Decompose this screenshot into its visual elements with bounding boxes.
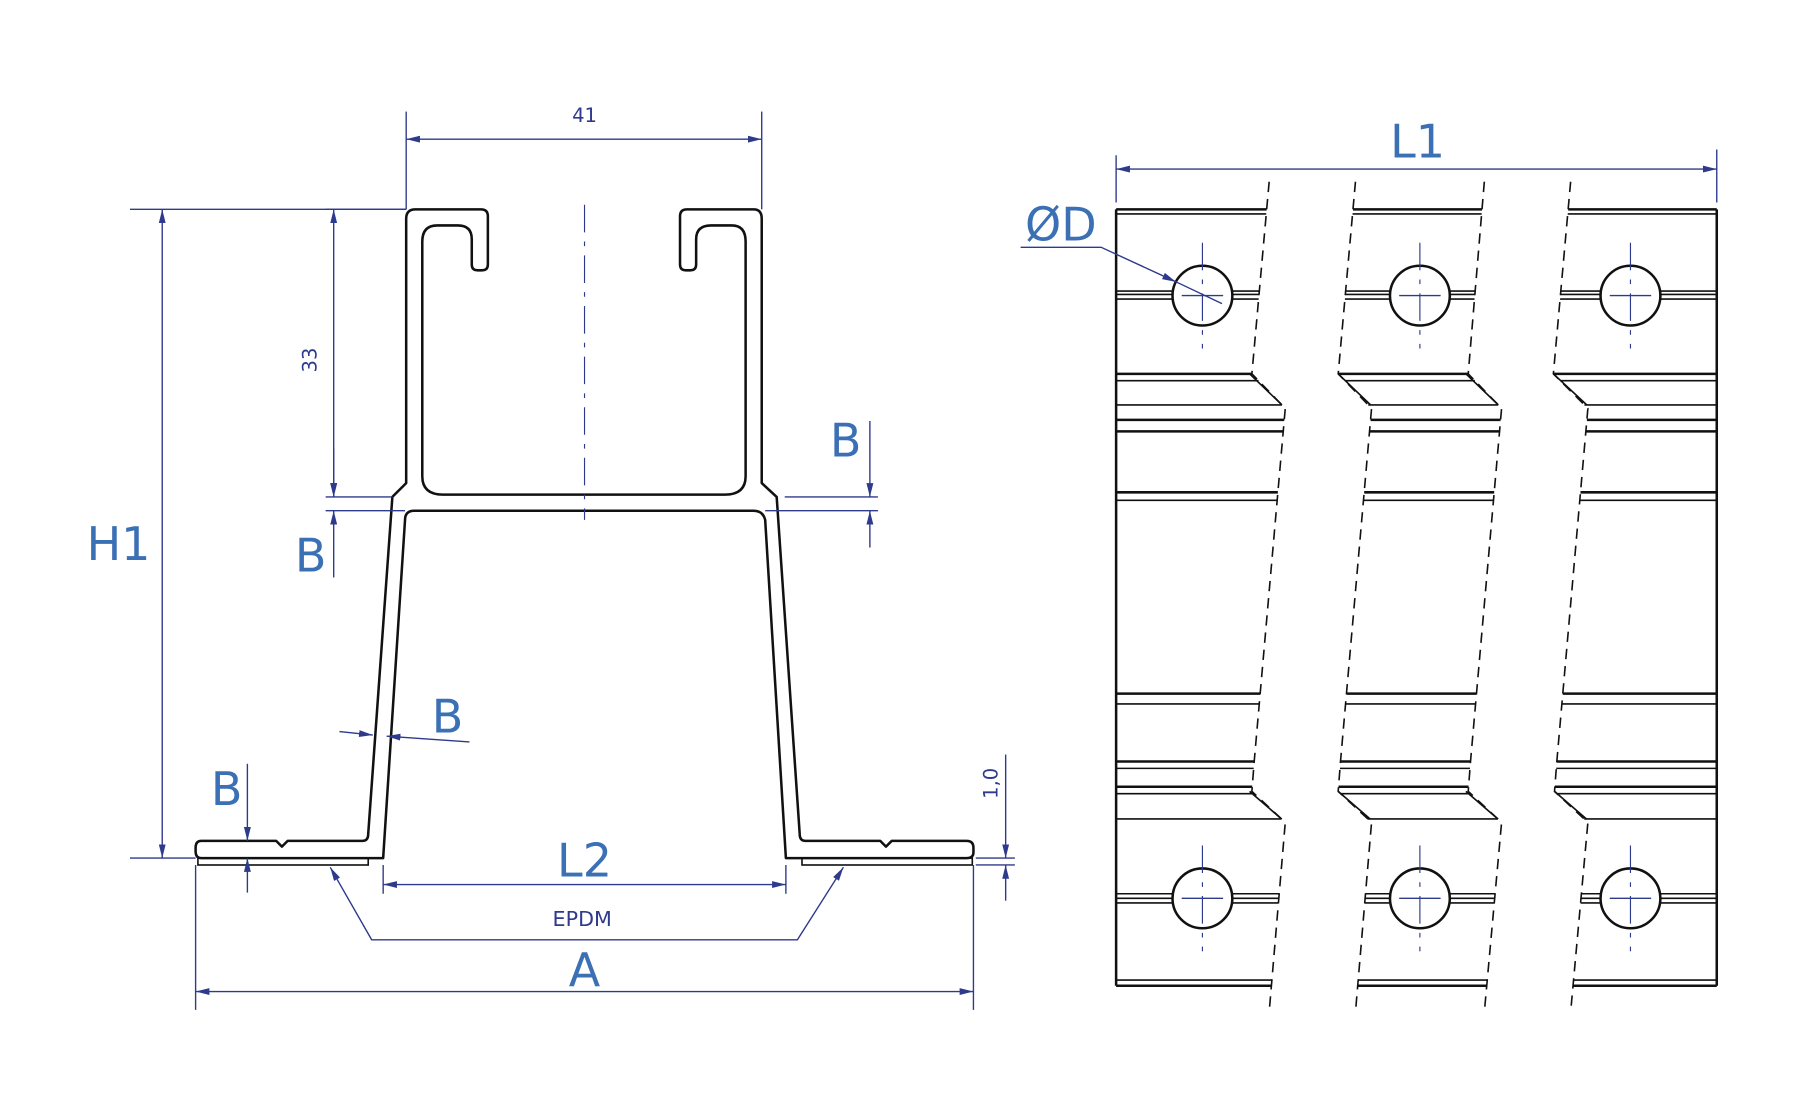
epdm-pad-right xyxy=(801,857,974,866)
label-epdm: EPDM xyxy=(553,907,612,931)
dimension-pad-thickness: 1,0 xyxy=(975,754,1015,901)
dimension-top-width: 41 xyxy=(405,104,763,210)
bend-edge xyxy=(1465,373,1499,406)
side-view-geometry xyxy=(1114,181,1719,1013)
epdm-callout: EPDM xyxy=(329,866,845,941)
dimension-plate-thickness-left: B xyxy=(295,448,406,583)
dimension-plate-thickness-right: B xyxy=(765,414,878,548)
break-line-3 xyxy=(1467,181,1503,1013)
label-41: 41 xyxy=(572,104,597,127)
dimension-total-width: A xyxy=(194,864,975,1010)
label-h1: H1 xyxy=(87,517,151,571)
profile-outline xyxy=(194,208,975,860)
dimension-channel-height: 33 xyxy=(298,208,407,498)
bend-edge xyxy=(1465,790,1499,820)
dimension-leg-thickness: B xyxy=(339,690,470,744)
bend-edge xyxy=(1337,790,1371,820)
dimension-foot-thickness: B xyxy=(211,762,251,893)
label-b-top-right: B xyxy=(830,414,862,468)
label-l1: L1 xyxy=(1390,115,1445,169)
label-b-left: B xyxy=(295,529,327,583)
epdm-pad-left xyxy=(197,857,370,866)
label-l2: L2 xyxy=(557,834,612,888)
dimension-total-height: H1 xyxy=(87,208,407,859)
label-33: 33 xyxy=(298,348,321,373)
bend-edge xyxy=(1337,373,1372,406)
bend-edge xyxy=(1249,790,1283,820)
bend-edge xyxy=(1249,373,1283,406)
profile-view: 41 33 H1 B B xyxy=(87,104,1015,1010)
bend-edge xyxy=(1553,790,1588,820)
label-od: ØD xyxy=(1025,197,1097,251)
dimension-length: L1 xyxy=(1115,115,1718,203)
label-b-leg: B xyxy=(432,690,464,744)
side-view: L1 ØD xyxy=(1020,115,1719,1013)
break-line-1 xyxy=(1251,181,1287,1013)
label-1-0: 1,0 xyxy=(980,768,1003,799)
break-line-2 xyxy=(1337,181,1373,1013)
dimension-inner-base: L2 xyxy=(382,834,787,894)
bend-edge xyxy=(1552,373,1588,406)
break-line-4 xyxy=(1552,181,1589,1013)
label-a: A xyxy=(569,943,601,997)
dimension-hole-diameter: ØD xyxy=(1020,197,1223,305)
label-b-foot: B xyxy=(211,762,243,816)
